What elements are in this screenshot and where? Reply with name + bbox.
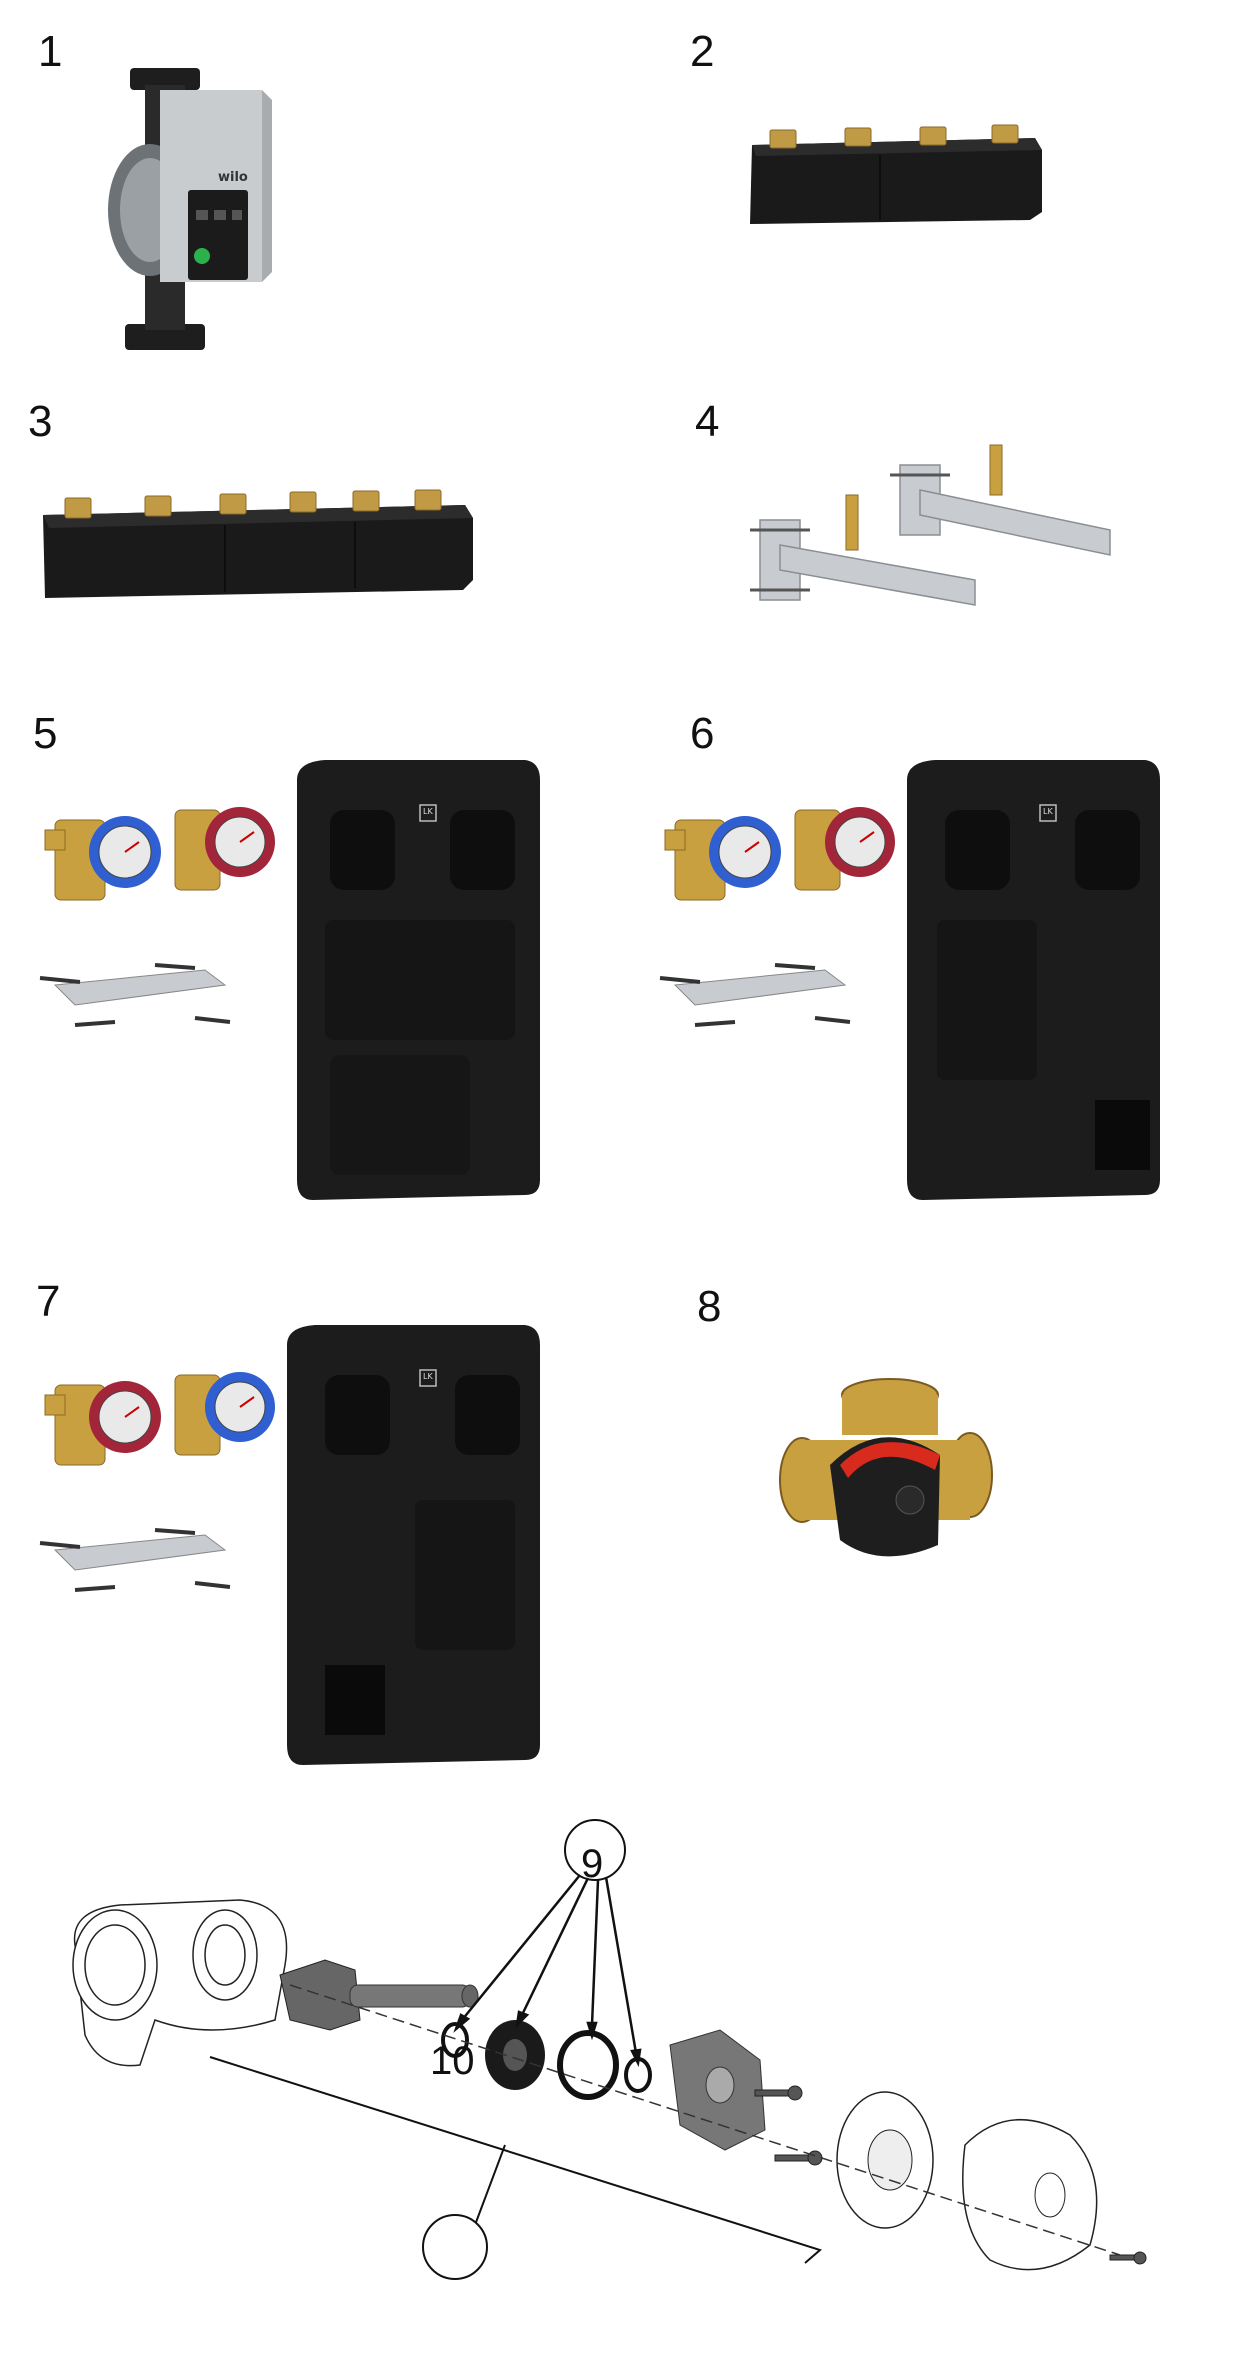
mixing-valve-actuator-image [770, 1370, 1000, 1570]
shell-logo-7: LK [423, 1372, 433, 1381]
part-number-4: 4 [695, 397, 720, 446]
valve-kit-6-image: LK [655, 760, 1175, 1200]
part-number-8: 8 [697, 1282, 722, 1331]
manifold-large-image [35, 480, 475, 610]
shell-logo-6: LK [1043, 807, 1053, 816]
part-number-1: 1 [38, 27, 63, 76]
callout-seals-label: 9 [581, 1842, 604, 1886]
valve-kit-7-image: LK [35, 1325, 555, 1765]
shell-logo-5: LK [423, 807, 433, 816]
part-number-3: 3 [28, 397, 53, 446]
part-number-7: 7 [36, 1277, 61, 1326]
circulator-pump-image: wilo [90, 60, 280, 360]
manifold-small-image [730, 120, 1060, 230]
exploded-valve-diagram: 9 10 [60, 1815, 1180, 2345]
part-number-2: 2 [690, 27, 715, 76]
part-number-5: 5 [33, 709, 58, 758]
valve-kit-5-image: LK [35, 760, 555, 1200]
pump-brand-logo: wilo [218, 170, 248, 185]
wall-bracket-set-image [750, 444, 1120, 630]
callout-valve-body-label: 10 [430, 2039, 475, 2083]
part-number-6: 6 [690, 709, 715, 758]
